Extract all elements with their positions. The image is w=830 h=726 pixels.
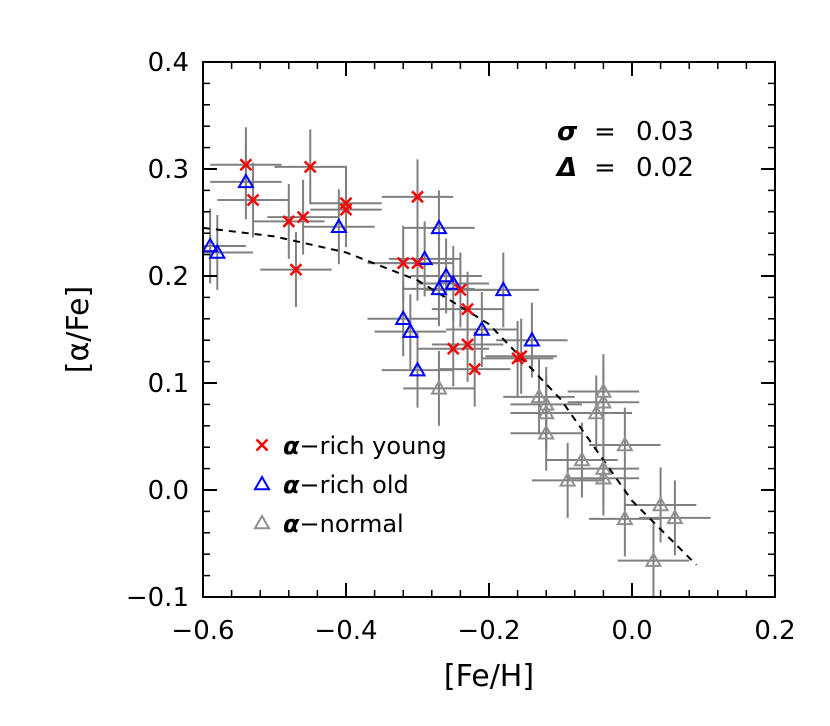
series-2 — [430, 379, 684, 567]
legend-label: α−normal — [283, 510, 404, 538]
y-axis-label: [α/Fe] — [61, 286, 96, 373]
data-point — [523, 331, 541, 347]
data-point — [594, 459, 613, 475]
y-tick-label: 0.4 — [148, 48, 189, 78]
data-point — [651, 495, 670, 512]
data-point — [430, 279, 448, 296]
legend-item: α−rich young — [255, 432, 447, 460]
legend-marker — [255, 438, 269, 452]
data-point — [430, 379, 448, 395]
data-point — [594, 393, 613, 409]
x-axis-label: [Fe/H] — [444, 659, 534, 694]
data-point — [296, 210, 310, 224]
y-tick-label: −0.1 — [126, 583, 189, 613]
x-tick-label: −0.2 — [457, 616, 520, 646]
data-point — [587, 403, 605, 420]
data-point — [573, 451, 591, 467]
data-point — [616, 509, 634, 526]
data-point — [461, 302, 474, 316]
data-point — [396, 256, 410, 270]
axes: −0.6 −0.4 −0.2 0.0 0.2 −0.1 0.0 0.1 0.2 0.3 0.4 — [126, 48, 796, 646]
data-point — [411, 256, 424, 270]
data-point — [208, 243, 227, 259]
error-bars — [203, 127, 711, 599]
legend-label-text: −normal — [300, 510, 404, 538]
stats-annotation: σ = 0.03Δ = 0.02 — [555, 117, 694, 183]
data-point — [468, 362, 482, 376]
data-point — [461, 338, 474, 351]
data-point — [282, 215, 296, 228]
data-point — [537, 424, 555, 440]
data-point — [666, 508, 684, 525]
data-point — [494, 280, 513, 297]
series-0 — [239, 158, 528, 376]
x-tick-label: 0.0 — [611, 616, 652, 646]
data-point — [394, 309, 412, 326]
data-point — [303, 160, 317, 174]
legend-label-symbol: α — [283, 471, 300, 499]
legend-marker — [253, 474, 271, 491]
stat-symbol: σ — [557, 117, 578, 147]
stat-equals: = — [594, 117, 616, 147]
y-tick-label: 0.2 — [148, 262, 189, 292]
plot-area — [201, 127, 711, 599]
y-tick-label: 0.1 — [148, 369, 189, 399]
data-point — [537, 395, 555, 411]
legend-label-text: −rich young — [300, 432, 447, 460]
legend-label: α−rich young — [283, 432, 447, 460]
y-tick-label: 0.3 — [148, 155, 189, 185]
data-point — [437, 266, 455, 283]
data-point — [289, 263, 303, 276]
data-point — [339, 203, 353, 217]
data-point — [201, 237, 219, 253]
x-tick-label: 0.2 — [754, 616, 795, 646]
stat-value: 0.03 — [636, 117, 694, 147]
data-point — [411, 190, 424, 204]
legend-marker — [253, 513, 271, 530]
data-point — [616, 436, 634, 452]
fit-line — [202, 226, 698, 566]
legend-label-symbol: α — [283, 510, 300, 538]
y-tick-label: 0.0 — [148, 476, 189, 506]
legend-label: α−rich old — [283, 471, 409, 499]
data-point — [330, 217, 348, 234]
data-point — [454, 283, 467, 297]
data-point — [246, 193, 260, 207]
data-point — [239, 158, 253, 172]
data-point — [408, 361, 427, 377]
data-point — [473, 320, 491, 336]
data-point — [514, 349, 528, 363]
data-point — [446, 342, 460, 356]
x-tick-label: −0.6 — [171, 616, 234, 646]
x-tick-label: −0.4 — [314, 616, 377, 646]
data-point — [401, 322, 420, 338]
data-point — [537, 403, 555, 420]
data-point — [644, 551, 663, 567]
data-point — [237, 172, 255, 189]
data-point — [530, 387, 548, 404]
legend-label-text: −rich old — [300, 471, 409, 499]
data-point — [594, 469, 613, 485]
data-point — [430, 218, 448, 235]
stat-symbol: Δ — [555, 153, 577, 183]
data-point — [558, 471, 577, 487]
stat-value: 0.02 — [636, 153, 694, 183]
legend-label-symbol: α — [283, 432, 300, 460]
legend-item: α−normal — [253, 510, 404, 538]
data-point — [444, 274, 462, 290]
stat-equals: = — [594, 153, 616, 183]
legend-item: α−rich old — [253, 471, 409, 499]
